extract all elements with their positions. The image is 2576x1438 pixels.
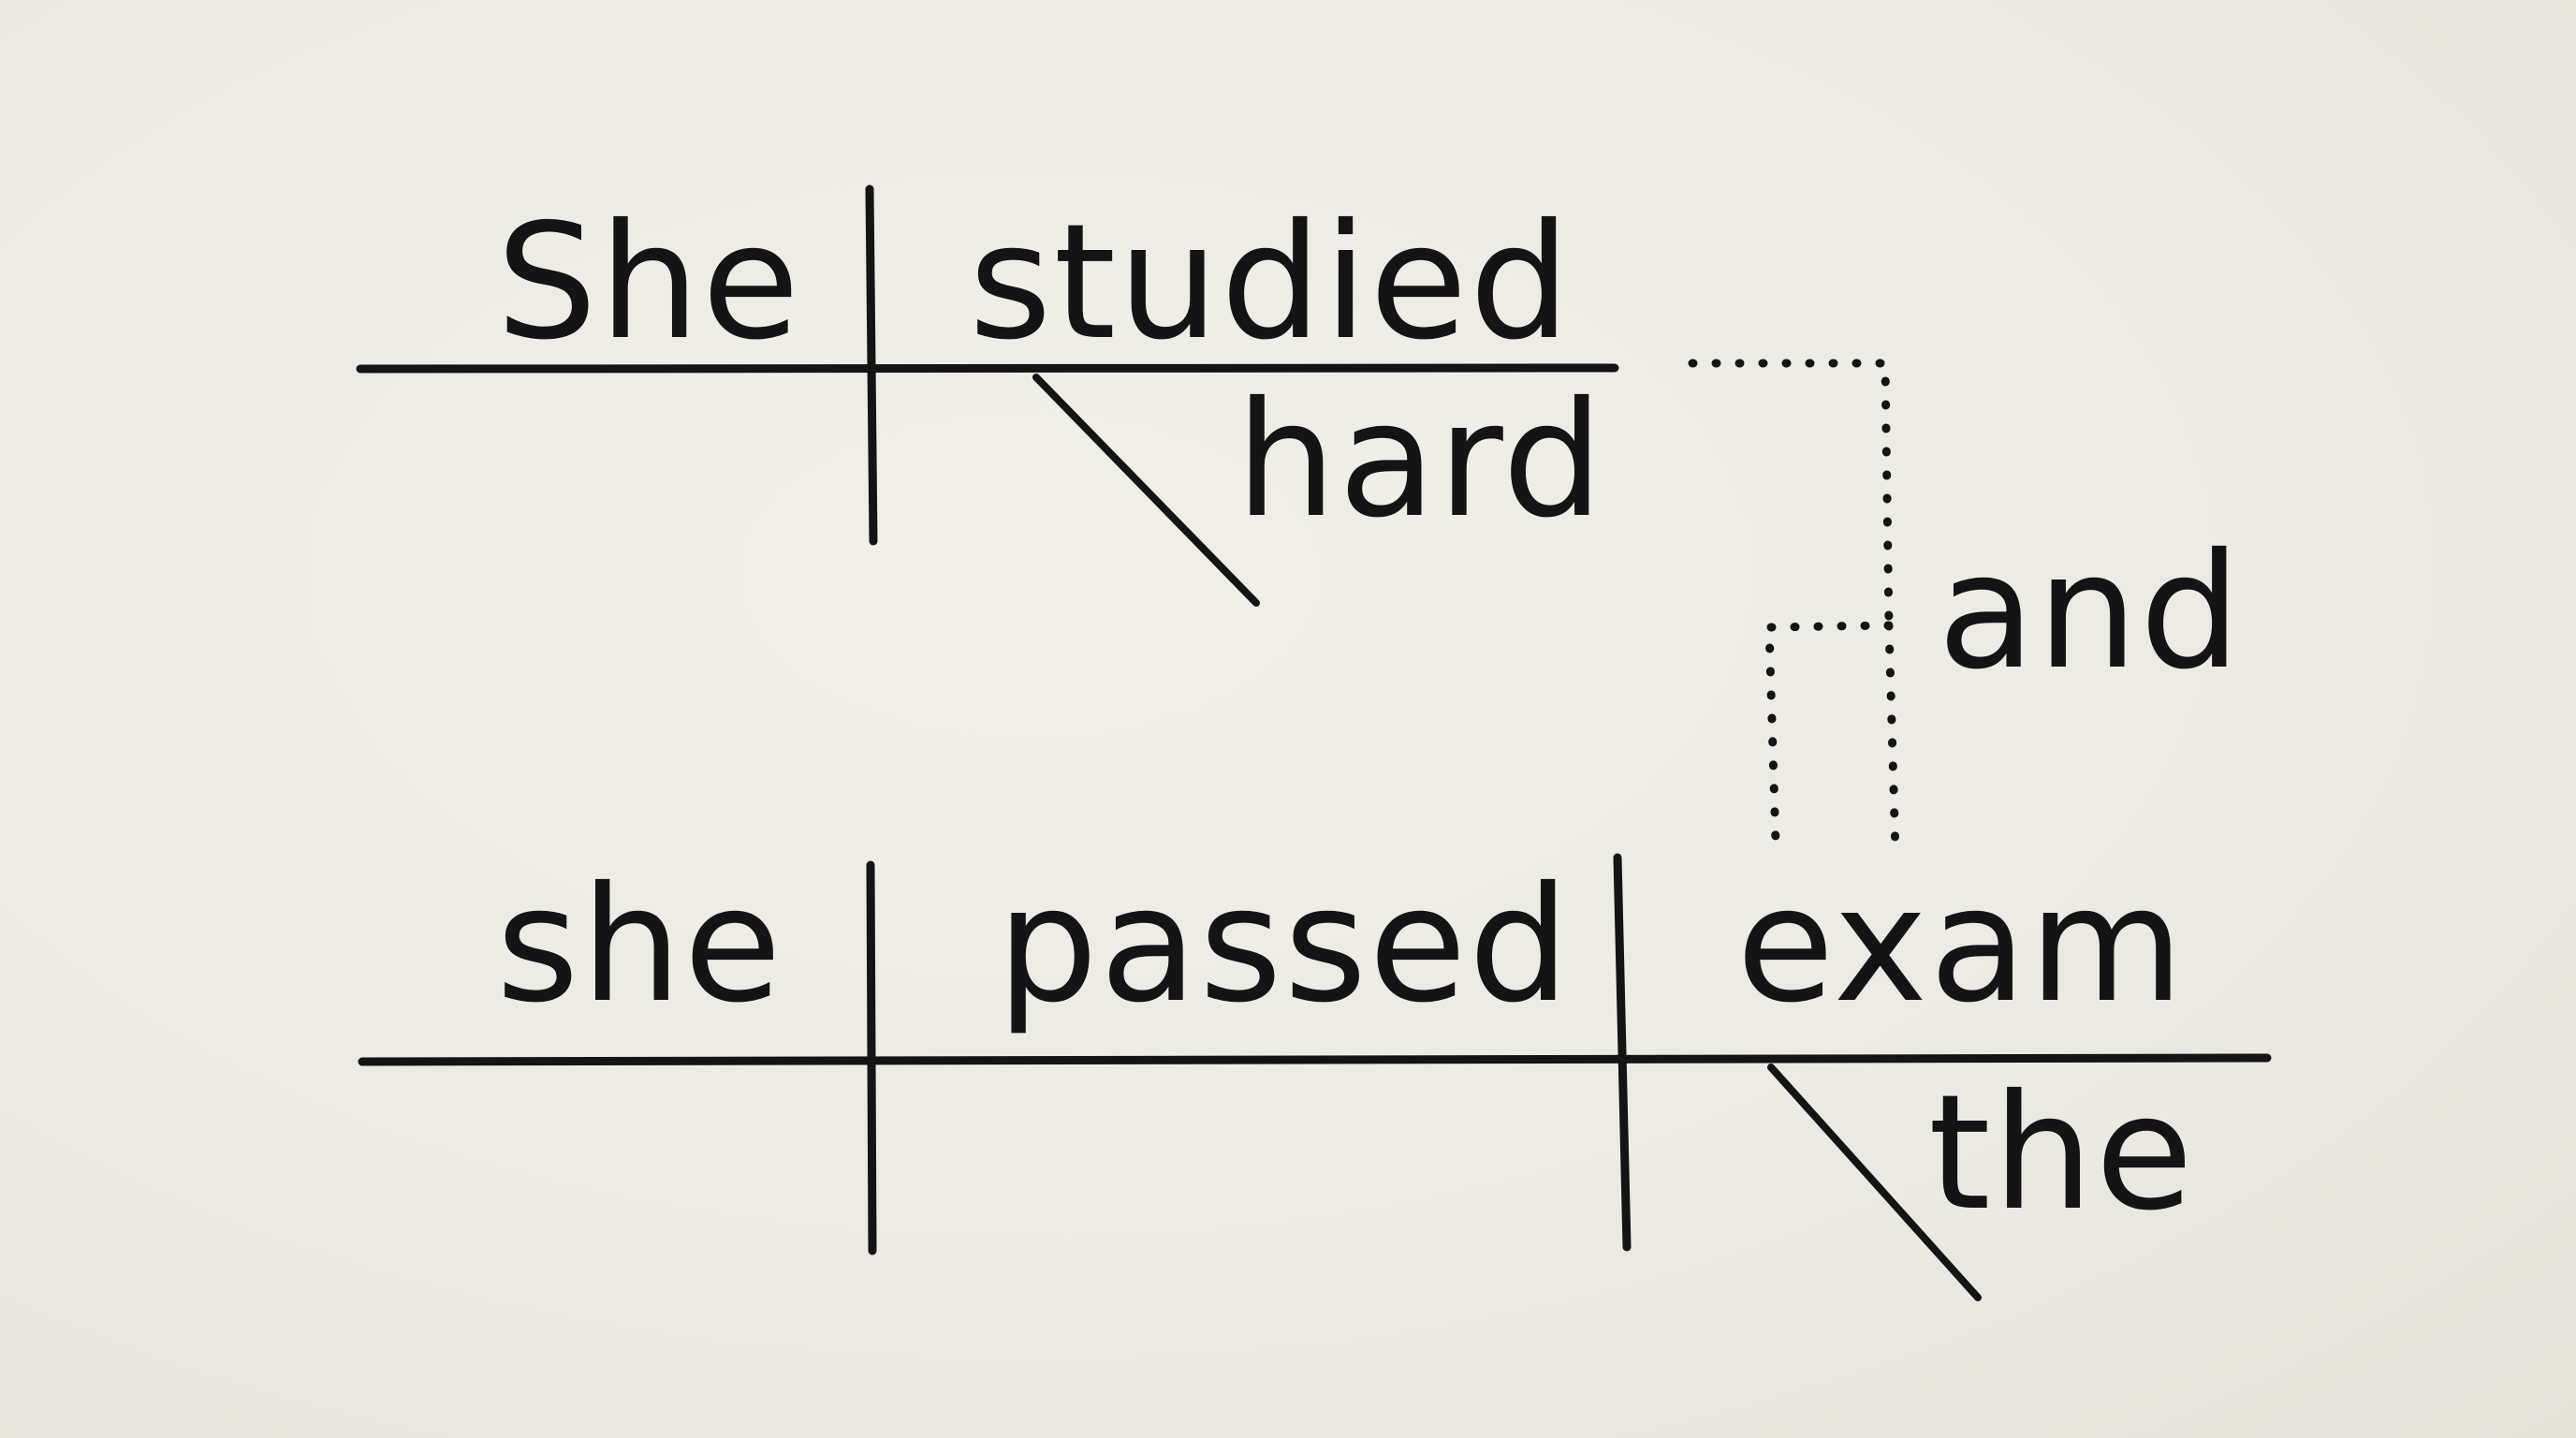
clause-2-subject-verb-divider (866, 860, 877, 1255)
clause-2-object-word: exam (1736, 853, 2186, 1038)
clause-2-verb-object-divider (1613, 853, 1632, 1252)
clause-1-subject-verb-divider (865, 184, 878, 546)
clause-2-modifier-slant (1767, 1064, 1982, 1301)
clause-2-verb-word: passed (997, 853, 1572, 1038)
clause-1-subject-word: She (496, 190, 801, 375)
clause-1-baseline (356, 363, 1619, 374)
clause-2-modifier-word: the (1928, 1061, 2195, 1246)
clause-2-subject-word: she (496, 853, 783, 1038)
clause-1-verb-word: studied (969, 190, 1573, 375)
conjunction-word: and (1938, 520, 2243, 705)
clause-2-baseline (358, 1053, 2272, 1066)
clause-1-modifier-word: hard (1236, 368, 1605, 553)
conjunction-dotted-connector (1688, 359, 1900, 858)
clause-1-modifier-slant (1032, 374, 1260, 607)
